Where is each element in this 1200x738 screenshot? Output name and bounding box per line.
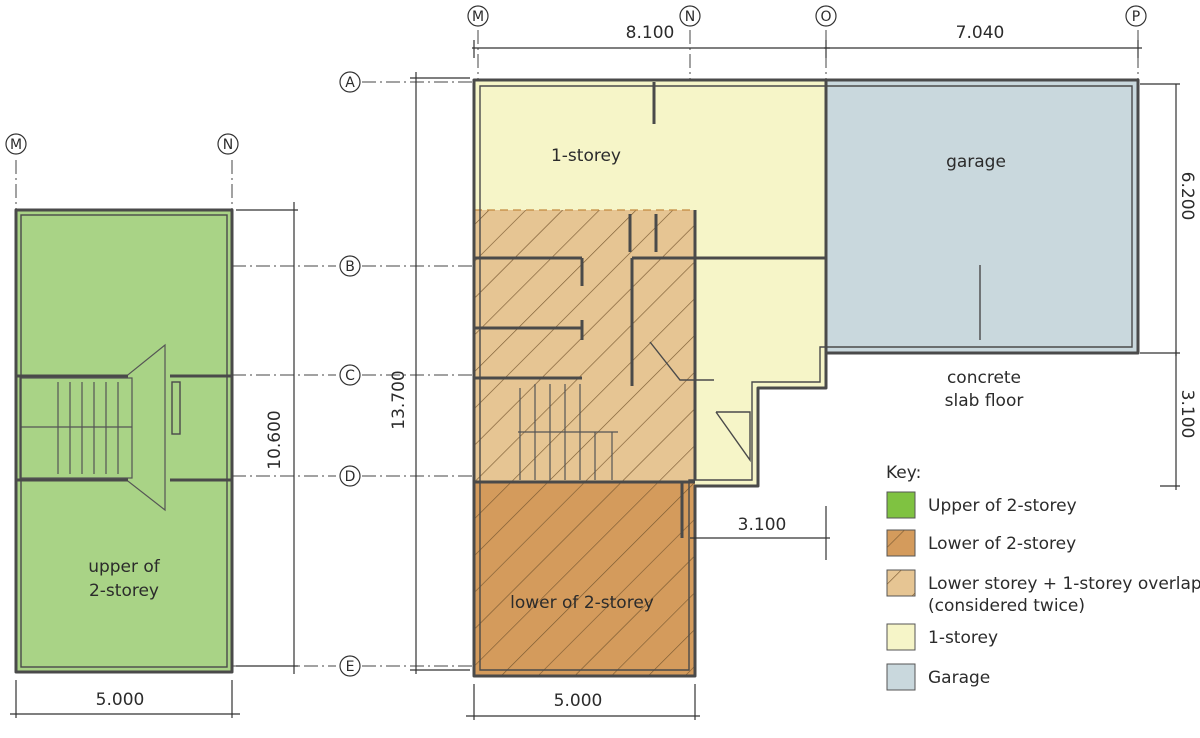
label-upper-1: upper of (88, 557, 161, 577)
left-outer-wall (14, 208, 234, 674)
main-plan (472, 78, 1140, 678)
grid-label-left-n: N (223, 137, 233, 153)
legend-swatch-lower-hatch (887, 530, 915, 556)
dim-right-lower: 3.100 (1177, 390, 1197, 439)
label-concrete-2: slab floor (945, 391, 1024, 411)
label-lower: lower of 2-storey (510, 593, 654, 613)
main-inner-wall (479, 85, 1133, 671)
circle-icon (1125, 5, 1147, 27)
grid-label-top-p: P (1132, 9, 1140, 25)
door-swing-2 (715, 411, 751, 463)
main-stair (518, 384, 618, 480)
circle-icon (339, 465, 361, 487)
grid-bubble-top-m: M (467, 5, 489, 27)
circle-icon (815, 5, 837, 27)
label-concrete-1: concrete (947, 368, 1021, 388)
legend-label-one-storey: 1-storey (928, 628, 998, 648)
dim-main-bottom-width: 5.000 (554, 691, 603, 711)
grid-bubble-top-n: N (679, 5, 701, 27)
grid-label-row-b: B (345, 259, 355, 275)
legend-label-garage: Garage (928, 668, 990, 688)
door-swing (649, 341, 714, 381)
label-garage: garage (946, 152, 1006, 172)
left-stair (19, 343, 166, 512)
legend-swatch-one-storey (886, 623, 916, 651)
grid-label-row-c: C (345, 368, 355, 384)
circle-icon (339, 655, 361, 677)
garage-fill (826, 80, 1138, 353)
upper-two-storey-fill (16, 210, 232, 672)
dim-left-width: 5.000 (96, 690, 145, 710)
dim-top-mo: 8.100 (626, 23, 675, 43)
dimension-lines (10, 40, 1180, 720)
left-small-wall (171, 381, 181, 435)
legend-label-upper: Upper of 2-storey (928, 496, 1077, 516)
grid-label-row-a: A (345, 75, 355, 91)
label-one-storey: 1-storey (551, 146, 621, 166)
legend-swatch-garage (886, 663, 916, 691)
circle-icon (339, 364, 361, 386)
grid-bubble-top-o: O (815, 5, 837, 27)
dim-left-height: 10.600 (265, 410, 285, 469)
dimension-labels: 8.100 7.040 6.200 3.100 10.600 13.700 5.… (96, 23, 1197, 711)
grid-bubbles: M N M N O P A B C D E (5, 5, 1147, 677)
grid-bubble-top-p: P (1125, 5, 1147, 27)
grid-label-row-e: E (346, 659, 355, 675)
grid-bubble-row-c: C (339, 364, 361, 386)
legend: Key: Upper of 2-storey Lower of 2-storey… (886, 463, 1200, 691)
hatch-overlay (474, 210, 695, 676)
main-outer-wall (472, 78, 1140, 678)
legend-label-lower: Lower of 2-storey (928, 534, 1076, 554)
grid-bubble-left-n: N (217, 133, 239, 155)
legend-title: Key: (886, 463, 921, 483)
grid-bubble-row-e: E (339, 655, 361, 677)
dim-step-width: 3.100 (738, 515, 787, 535)
left-inner-wall (20, 214, 228, 668)
grid-bubble-row-d: D (339, 465, 361, 487)
circle-icon (339, 255, 361, 277)
grid-bubble-row-a: A (339, 71, 361, 93)
dim-right-upper: 6.200 (1177, 172, 1197, 221)
grid-label-top-m: M (472, 9, 484, 25)
circle-icon (5, 133, 27, 155)
grid-label-top-n: N (685, 9, 695, 25)
room-labels: 1-storey garage concrete slab floor uppe… (88, 146, 1023, 613)
circle-icon (217, 133, 239, 155)
one-storey-fill (474, 80, 826, 486)
circle-icon (679, 5, 701, 27)
circle-icon (339, 71, 361, 93)
legend-label-overlap-2: (considered twice) (928, 596, 1085, 616)
circle-icon (467, 5, 489, 27)
legend-swatch-overlap-hatch (887, 570, 915, 596)
label-upper-2: 2-storey (89, 581, 159, 601)
grid-bubble-row-b: B (339, 255, 361, 277)
dim-top-op: 7.040 (956, 23, 1005, 43)
legend-label-overlap-1: Lower storey + 1-storey overlap (928, 574, 1200, 594)
dim-main-height: 13.700 (389, 370, 409, 429)
legend-swatch-upper (886, 491, 916, 519)
grid-label-row-d: D (345, 469, 356, 485)
left-plan (14, 208, 234, 674)
grid-label-left-m: M (10, 137, 22, 153)
grid-label-top-o: O (820, 9, 831, 25)
grid-bubble-left-m: M (5, 133, 27, 155)
